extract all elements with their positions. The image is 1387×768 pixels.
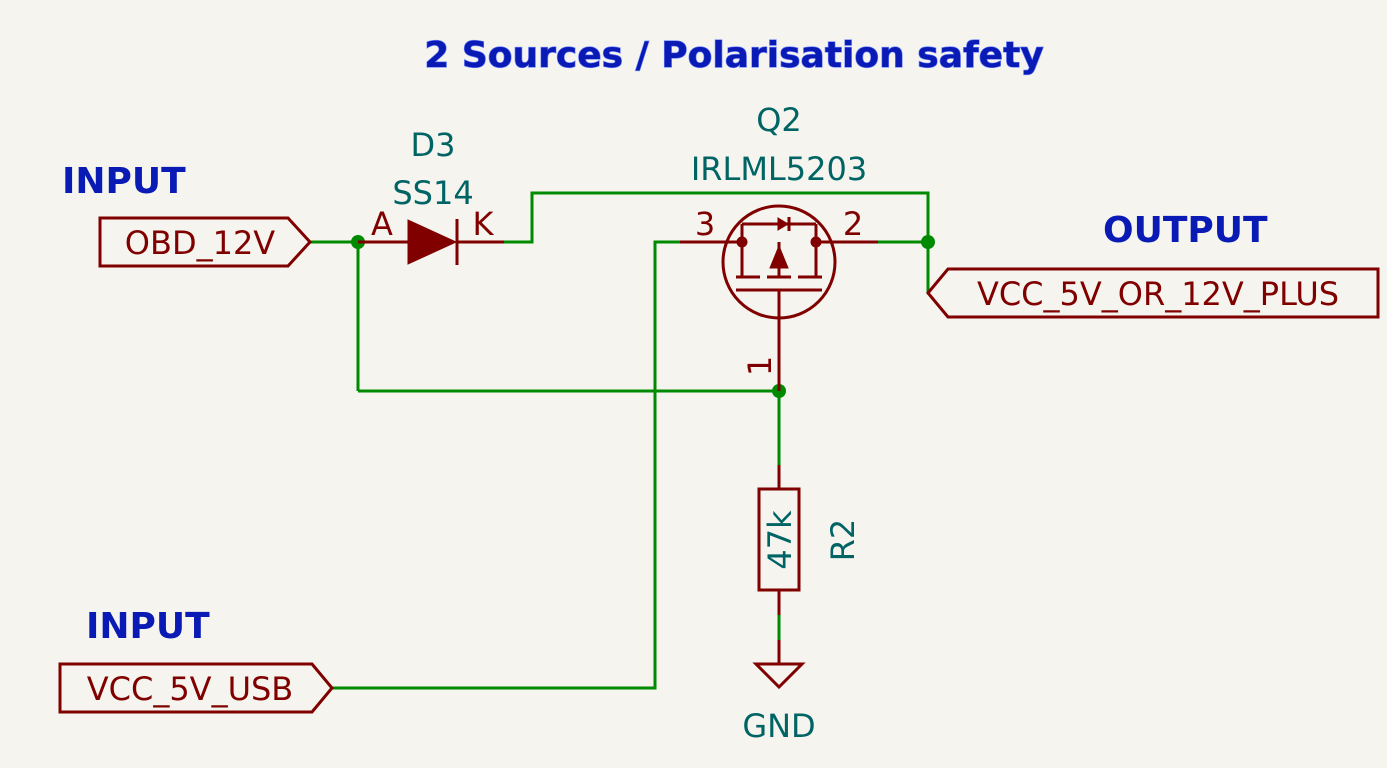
schematic-title: 2 Sources / Polarisation safety (424, 35, 1044, 76)
port-vcc-output[interactable]: VCC_5V_OR_12V_PLUS (926, 267, 1380, 319)
diode-refdes: D3 (411, 126, 456, 164)
diode-pin-k: K (473, 205, 495, 243)
port-vcc-5v-usb[interactable]: VCC_5V_USB (58, 662, 334, 714)
diode-triangle (407, 219, 458, 265)
mosfet-arrow (769, 244, 789, 269)
resistor-value: 47k (761, 510, 799, 570)
resistor-r2[interactable]: 47k R2 (757, 465, 862, 615)
mosfet-pin-2: 2 (843, 205, 863, 243)
port-usb-outline (58, 662, 334, 714)
resistor-refdes: R2 (824, 519, 862, 562)
wire-usb-to-source (332, 240, 680, 690)
wire-cathode-to-output (504, 191, 930, 244)
ground-label: GND (742, 707, 815, 745)
ground-triangle (752, 662, 806, 690)
junction-output (921, 235, 935, 249)
mosfet-body-diode-triangle (777, 217, 789, 231)
mosfet-q2[interactable]: Q2 IRLML5203 3 2 1 (680, 101, 878, 391)
diode-pin-a: A (371, 205, 393, 243)
diode-d3[interactable]: D3 SS14 A K (358, 126, 504, 265)
port-obd-outline (98, 216, 313, 268)
mosfet-refdes: Q2 (756, 101, 802, 139)
mosfet-pin-1: 1 (741, 356, 779, 376)
port-obd-label: OBD_12V (125, 224, 276, 262)
port-usb-label: VCC_5V_USB (87, 670, 294, 708)
input-label-bottom: INPUT (86, 606, 210, 647)
port-obd-12v[interactable]: OBD_12V (98, 216, 313, 268)
wires (310, 191, 930, 690)
mosfet-pin-3: 3 (695, 205, 715, 243)
mosfet-dot-drain (810, 236, 822, 248)
input-label-top: INPUT (62, 161, 186, 202)
port-output-outline (926, 267, 1380, 319)
port-output-label: VCC_5V_OR_12V_PLUS (977, 275, 1339, 313)
diode-value: SS14 (392, 174, 473, 212)
mosfet-dot-source (736, 236, 748, 248)
mosfet-value: IRLML5203 (691, 150, 867, 188)
ground-symbol[interactable]: GND (742, 640, 816, 745)
output-label: OUTPUT (1103, 210, 1268, 251)
